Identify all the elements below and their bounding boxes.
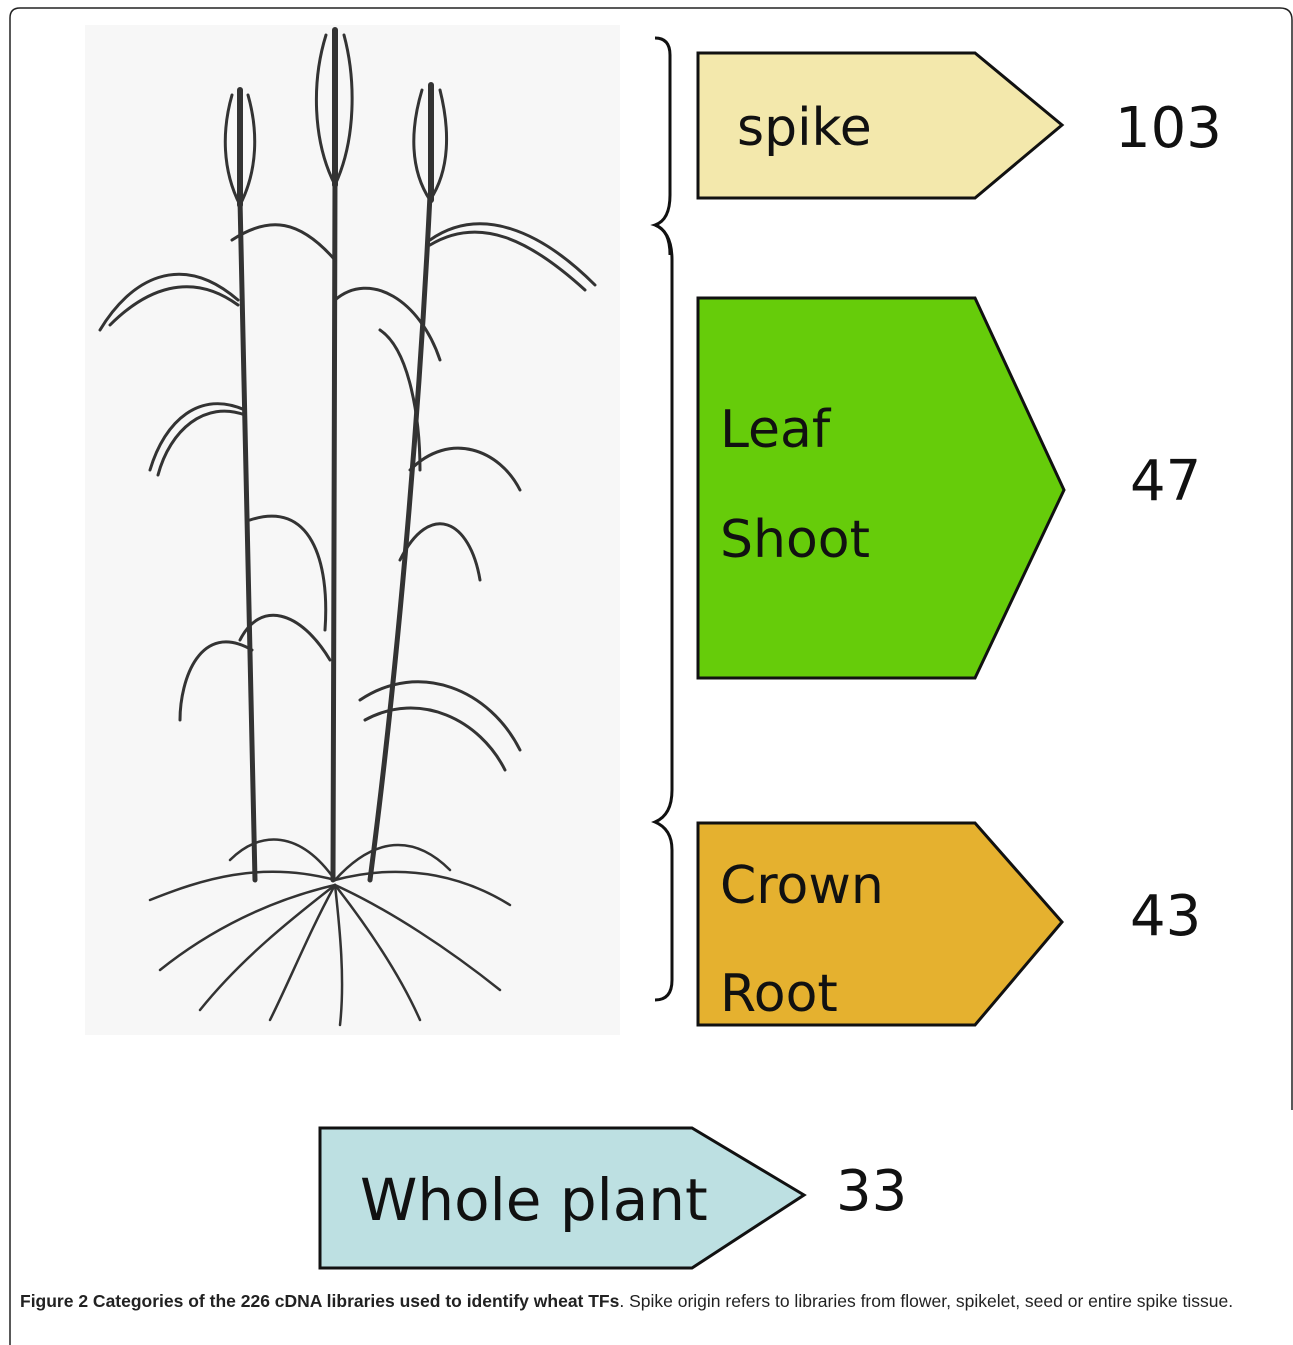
brace-vegetative bbox=[655, 225, 672, 1000]
figure-caption: Figure 2 Categories of the 226 cDNA libr… bbox=[20, 1288, 1278, 1314]
spike-label: spike bbox=[737, 98, 872, 158]
leaf-shoot-arrow bbox=[698, 298, 1064, 678]
grouping-braces bbox=[655, 38, 672, 1000]
leaf-label: Leaf bbox=[720, 400, 832, 460]
whole-plant-label: Whole plant bbox=[360, 1166, 708, 1234]
leaf-shoot-count: 47 bbox=[1130, 449, 1201, 514]
caption-title: Figure 2 Categories of the 226 cDNA libr… bbox=[20, 1291, 619, 1311]
root-label: Root bbox=[720, 964, 838, 1024]
wheat-plant-illustration bbox=[85, 25, 620, 1035]
crown-label: Crown bbox=[720, 856, 884, 916]
brace-spike bbox=[655, 38, 670, 255]
caption-text: . Spike origin refers to libraries from … bbox=[619, 1291, 1233, 1311]
crown-root-count: 43 bbox=[1130, 884, 1201, 949]
whole-plant-count: 33 bbox=[836, 1159, 907, 1224]
spike-count: 103 bbox=[1115, 96, 1222, 161]
shoot-label: Shoot bbox=[720, 510, 870, 570]
